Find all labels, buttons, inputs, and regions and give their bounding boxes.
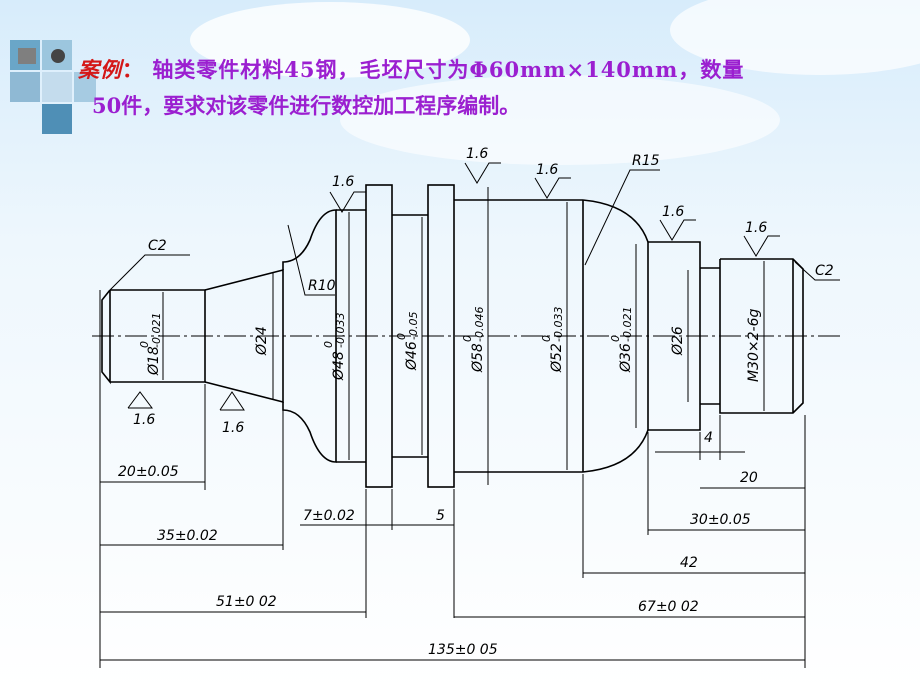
- collar-right: [427, 184, 455, 488]
- chamfer-left-label: C2: [148, 238, 167, 254]
- collar-left: [365, 184, 393, 488]
- d58-tol: 0: [461, 335, 474, 342]
- len-7-label: 7±0.02: [303, 508, 355, 524]
- d26-label: Ø26: [670, 326, 686, 356]
- d36-tol: 0: [609, 335, 622, 342]
- d58-label: Ø58: [470, 343, 486, 373]
- roughness-6: 1.6: [133, 412, 155, 428]
- logo-cubes: [10, 40, 96, 134]
- case-label: 案例: [78, 57, 122, 82]
- d24-label: Ø24: [254, 326, 270, 356]
- segment-d18: [101, 289, 206, 385]
- segment-d36: [647, 241, 701, 431]
- chamfer-right-label: C2: [815, 263, 834, 279]
- segment-thread: [719, 258, 804, 414]
- d18-tol2: -0.021: [150, 313, 163, 348]
- len-42-label: 42: [680, 555, 698, 571]
- title-line-1: 轴类零件材料45钢，毛坯尺寸为Φ60mm×140mm，数量: [152, 57, 745, 82]
- d18-tol: 0: [138, 341, 151, 348]
- len-20r-label: 20: [740, 470, 758, 486]
- roughness-5: 1.6: [745, 220, 767, 236]
- arc-r10: [282, 209, 337, 463]
- d48-tol: 0: [322, 341, 335, 348]
- len-35-label: 35±0.02: [157, 528, 218, 544]
- d18-label: Ø18: [146, 346, 162, 376]
- arc-r15: [582, 199, 649, 473]
- len-67-label: 67±0 02: [638, 599, 699, 615]
- roughness-1: 1.6: [332, 174, 354, 190]
- len-4-label: 4: [704, 430, 713, 446]
- m30-label: M30×2-6g: [746, 309, 762, 382]
- d46-tol: 0: [395, 333, 408, 340]
- roughness-3: 1.6: [536, 162, 558, 178]
- radius-r10-label: R10: [308, 278, 336, 294]
- roughness-4: 1.6: [662, 204, 684, 220]
- d52-tol: 0: [540, 335, 553, 342]
- d46-tol2: -0.05: [407, 312, 420, 340]
- d48-tol2: -0.033: [334, 313, 347, 348]
- d58-tol2: -0.046: [473, 307, 486, 342]
- d52-label: Ø52: [549, 343, 565, 373]
- problem-statement: 案例： 轴类零件材料45钢，毛坯尺寸为Φ60mm×140mm，数量: [78, 44, 918, 96]
- len-20-label: 20±0.05: [118, 464, 179, 480]
- len-5-label: 5: [436, 508, 445, 524]
- radius-r15-label: R15: [632, 153, 660, 169]
- segment-d52: [454, 199, 584, 473]
- d52-tol2: -0.033: [552, 307, 565, 342]
- len-135-label: 135±0 05: [428, 642, 498, 658]
- d48-label: Ø48: [331, 351, 347, 381]
- title-line-2: 50件，要求对该零件进行数控加工程序编制。: [92, 93, 521, 118]
- roughness-2: 1.6: [466, 146, 488, 162]
- d46-label: Ø46: [404, 341, 420, 371]
- len-30-label: 30±0.05: [690, 512, 751, 528]
- roughness-7: 1.6: [222, 420, 244, 436]
- case-colon: ：: [122, 57, 144, 82]
- d36-label: Ø36: [618, 343, 634, 373]
- segment-taper: [204, 268, 284, 404]
- d36-tol2: -0.021: [621, 307, 634, 342]
- len-51-label: 51±0 02: [216, 594, 277, 610]
